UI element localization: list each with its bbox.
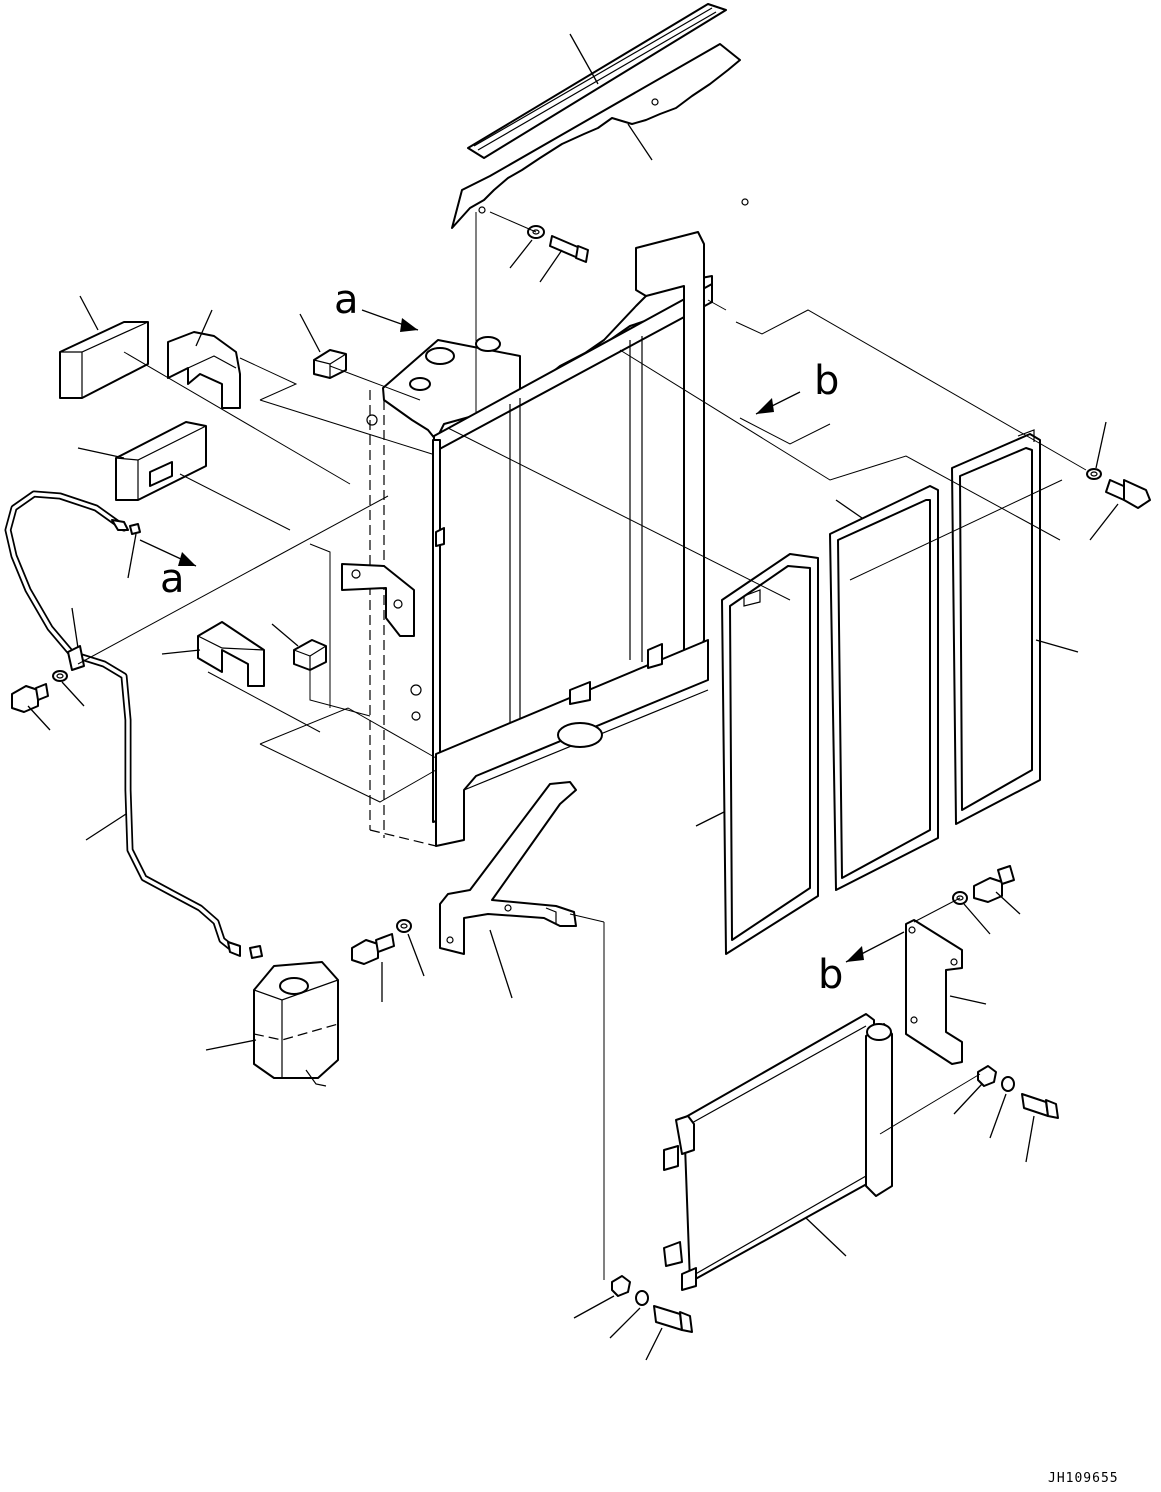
view-arrow-b-top [755, 391, 801, 415]
left-washer [52, 670, 68, 682]
sponge-seal-bracket [197, 621, 265, 687]
condenser-nut-right [977, 1065, 997, 1087]
condenser-bolt-right [1021, 1093, 1059, 1119]
hose-clip-top [129, 523, 141, 535]
condenser-washer-right [1001, 1076, 1015, 1092]
drawing-number: JH109655 [1048, 1471, 1119, 1486]
view-label-b-bottom: b [818, 952, 843, 998]
sponge-block-small-top [313, 349, 347, 379]
view-label-a-left: a [160, 556, 185, 602]
hose-clip-bottom [249, 945, 263, 959]
view-label-b-top: b [814, 358, 839, 404]
stay-washer [396, 919, 412, 933]
reserve-tank [253, 961, 339, 1087]
bracket-bolt-top [973, 865, 1015, 903]
sponge-seal-large [59, 321, 149, 399]
wing-bolt [1105, 479, 1151, 509]
condenser-bracket [905, 919, 963, 1065]
top-cover-plate [451, 43, 749, 229]
screen-panel-rear [951, 429, 1041, 825]
sponge-block-small-bottom [293, 639, 327, 671]
sponge-seal-slotted [115, 421, 207, 501]
condenser-washer-left [635, 1290, 649, 1306]
assembly-guide-lines [77, 211, 1087, 1280]
wing-washer [1086, 468, 1102, 480]
view-arrow-a-left [139, 539, 197, 567]
view-arrow-b-bottom [845, 931, 905, 963]
overflow-hose [4, 490, 241, 957]
callout-leaders [27, 33, 1119, 1361]
condenser [663, 1013, 893, 1291]
cover-bolt [549, 235, 589, 263]
stay-bolt [351, 933, 395, 965]
radiator-frame [341, 231, 713, 847]
screen-panel-middle [829, 485, 939, 891]
condenser-nut-left [611, 1275, 631, 1297]
left-bolt [11, 683, 49, 713]
bracket-stay [439, 781, 577, 955]
view-label-a-top: a [334, 277, 359, 323]
hose-clamp [67, 645, 85, 671]
view-arrow-a-top [361, 309, 419, 332]
condenser-bolt-left [653, 1305, 693, 1333]
screen-panel-front [721, 553, 819, 955]
channel-seal [167, 331, 241, 409]
